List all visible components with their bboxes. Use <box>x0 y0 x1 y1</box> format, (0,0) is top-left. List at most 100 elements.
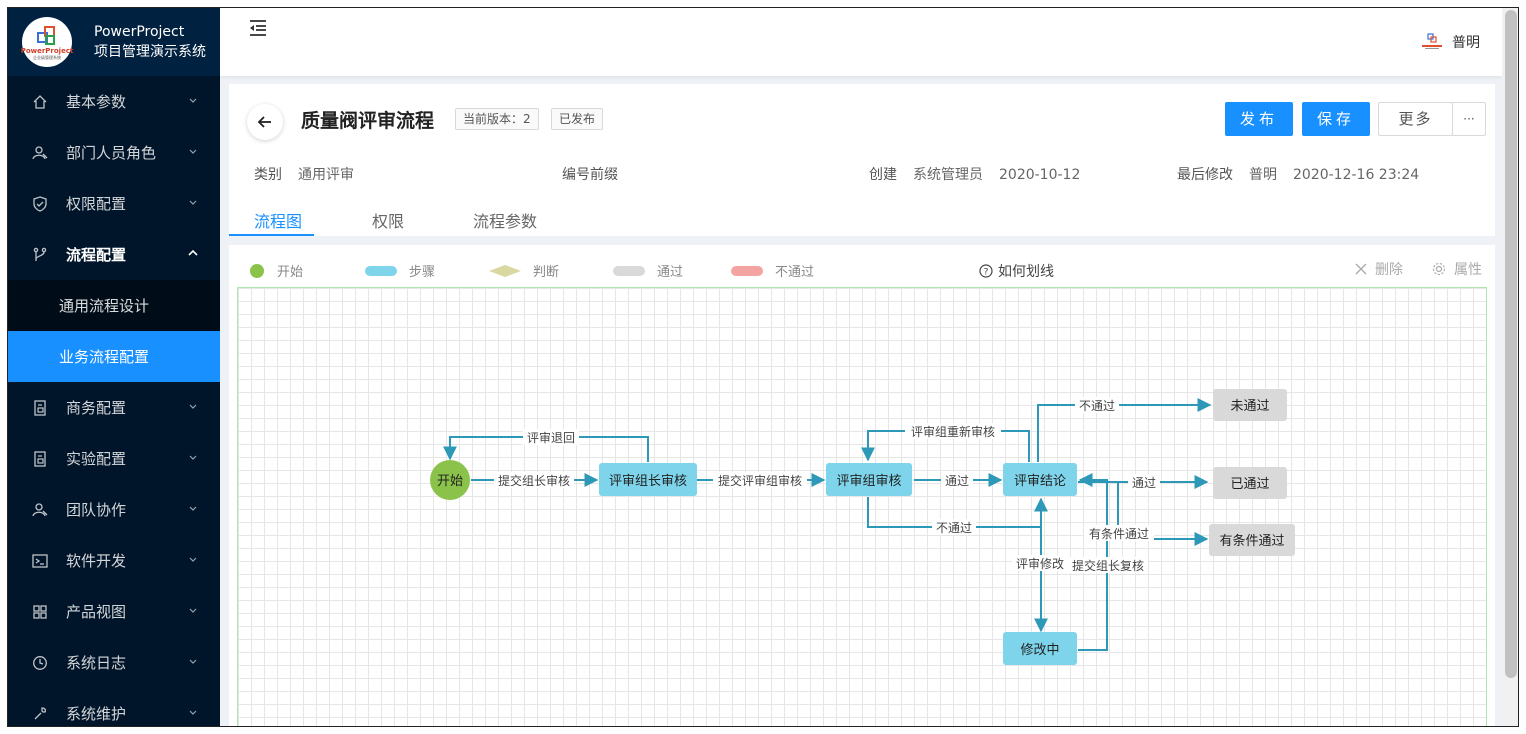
menu-fold-icon[interactable] <box>248 18 268 38</box>
brand: PowerProject 企业级管理系统 PowerProject 项目管理演示… <box>8 8 220 76</box>
sidebar-item-9[interactable]: 系统日志 <box>8 637 220 688</box>
sidebar-subitem-1[interactable]: 业务流程配置 <box>8 331 220 382</box>
logo-icon <box>37 25 55 45</box>
edge-fail-2[interactable] <box>1037 398 1212 462</box>
step-rect-icon <box>365 265 397 276</box>
sidebar-item-label: 软件开发 <box>66 552 127 570</box>
delete-button[interactable]: 删除 <box>1355 259 1403 279</box>
sidebar-item-4[interactable]: 商务配置 <box>8 382 220 433</box>
scrollbar-thumb[interactable] <box>1505 10 1517 678</box>
node-start[interactable]: 开始 <box>430 460 470 500</box>
svg-text:开始: 开始 <box>437 474 463 489</box>
sidebar-item-label: 部门人员角色 <box>66 144 157 162</box>
flow-diagram: 提交组长审核 评审退回 提交评审组审核 通过 不通过 评审组重新审核 不通过 通… <box>430 389 1295 665</box>
svg-text:已通过: 已通过 <box>1230 477 1269 492</box>
tab-flowchart[interactable]: 流程图 <box>254 212 303 231</box>
sidebar-item-label: 流程配置 <box>66 246 127 264</box>
gear-icon <box>1432 262 1446 276</box>
svg-text:有条件通过: 有条件通过 <box>1219 533 1284 549</box>
edge-label-pass-1: 通过 <box>945 474 969 488</box>
svg-text:未通过: 未通过 <box>1230 399 1269 414</box>
file-icon <box>32 399 48 416</box>
sidebar-item-label: 权限配置 <box>66 195 127 213</box>
status-badge: 已发布 <box>551 108 604 130</box>
legend-pass: 通过 <box>613 261 683 280</box>
edge-label-submit-recheck: 提交组长复核 <box>1072 558 1144 573</box>
close-icon <box>1355 263 1367 275</box>
tab-permissions[interactable]: 权限 <box>372 212 405 231</box>
sidebar-item-2[interactable]: 权限配置 <box>8 178 220 229</box>
sidebar-item-10[interactable]: 系统维护 <box>8 688 220 726</box>
flow-canvas[interactable]: 提交组长审核 评审退回 提交评审组审核 通过 不通过 评审组重新审核 不通过 通… <box>237 287 1487 726</box>
sidebar-item-1[interactable]: 部门人员角色 <box>8 127 220 178</box>
legend-decision: 判断 <box>489 261 559 280</box>
node-conclusion[interactable]: 评审结论 <box>1003 463 1077 496</box>
node-group-review[interactable]: 评审组审核 <box>826 463 912 496</box>
node-not-passed[interactable]: 未通过 <box>1213 389 1287 421</box>
node-conditional-passed[interactable]: 有条件通过 <box>1209 524 1295 556</box>
app-name: PowerProject <box>94 24 185 40</box>
how-to-draw-link[interactable]: ? 如何划线 <box>979 261 1054 281</box>
page-title: 质量阀评审流程 <box>301 110 435 132</box>
vertical-scrollbar[interactable] <box>1502 8 1518 726</box>
sidebar-subitem-0[interactable]: 通用流程设计 <box>59 297 150 315</box>
sidebar-item-label: 系统日志 <box>66 654 127 672</box>
node-leader-review[interactable]: 评审组长审核 <box>599 463 697 496</box>
node-modifying[interactable]: 修改中 <box>1003 632 1077 665</box>
app-logo: PowerProject 企业级管理系统 <box>21 17 73 67</box>
app-subtitle: 项目管理演示系统 <box>94 44 206 60</box>
svg-text:评审组审核: 评审组审核 <box>836 474 901 489</box>
edge-label-submit-leader: 提交组长审核 <box>498 473 570 488</box>
chevron-down-icon <box>186 195 200 209</box>
legend-toolbar: 开始 步骤 判断 通过 不通过 ? <box>229 245 1495 287</box>
chevron-down-icon <box>186 603 200 617</box>
sidebar-item-5[interactable]: 实验配置 <box>8 433 220 484</box>
chevron-down-icon <box>186 654 200 668</box>
fail-rect-icon <box>731 265 763 276</box>
legend-start: 开始 <box>249 261 303 280</box>
chevron-down-icon <box>186 93 200 107</box>
grid-icon <box>32 604 48 620</box>
sidebar-item-7[interactable]: 软件开发 <box>8 535 220 586</box>
user-name: 普明 <box>1452 35 1480 51</box>
svg-text:评审组长审核: 评审组长审核 <box>609 474 687 489</box>
properties-button[interactable]: 属性 <box>1432 259 1482 279</box>
svg-text:修改中: 修改中 <box>1020 643 1059 658</box>
save-button[interactable]: 保存 <box>1302 102 1370 136</box>
home-icon <box>32 94 48 110</box>
sidebar-item-label: 基本参数 <box>66 93 127 111</box>
sidebar-item-6[interactable]: 团队协作 <box>8 484 220 535</box>
publish-button[interactable]: 发布 <box>1225 102 1293 136</box>
svg-text:评审结论: 评审结论 <box>1014 474 1066 489</box>
more-button[interactable]: 更多 <box>1378 102 1453 136</box>
user-menu[interactable]: 普明 <box>1420 32 1480 52</box>
legend-fail: 不通过 <box>731 261 814 280</box>
legend-step: 步骤 <box>365 261 435 280</box>
sidebar-item-label: 实验配置 <box>66 450 127 468</box>
sidebar-item-3[interactable]: 流程配置 <box>8 229 220 280</box>
more-dropdown-button[interactable]: ··· <box>1452 102 1486 136</box>
file-icon <box>32 450 48 467</box>
sidebar-item-label: 团队协作 <box>66 501 127 519</box>
back-button[interactable] <box>247 104 283 140</box>
chevron-down-icon <box>186 450 200 464</box>
page-header-card: 质量阀评审流程 当前版本：2 已发布 发布 保存 更多 ··· 类别通用评审 编… <box>229 84 1495 236</box>
tab-flow-params[interactable]: 流程参数 <box>473 212 538 231</box>
sidebar: PowerProject 企业级管理系统 PowerProject 项目管理演示… <box>8 8 220 726</box>
chevron-down-icon <box>186 501 200 515</box>
pass-rect-icon <box>613 265 645 276</box>
shield-icon <box>32 195 48 212</box>
meta-prefix: 编号前缀 <box>562 167 618 183</box>
user-avatar-icon <box>1422 33 1442 49</box>
submenu: 通用流程设计业务流程配置 <box>8 280 220 382</box>
edge-label-conditional: 有条件通过 <box>1089 527 1149 541</box>
edge-label-fail-2: 不通过 <box>1079 399 1115 413</box>
sidebar-item-0[interactable]: 基本参数 <box>8 76 220 127</box>
sidebar-item-8[interactable]: 产品视图 <box>8 586 220 637</box>
arrow-left-icon <box>257 116 271 128</box>
node-passed[interactable]: 已通过 <box>1213 467 1287 499</box>
sidebar-item-label: 系统维护 <box>66 705 127 723</box>
edge-label-submit-group: 提交评审组审核 <box>718 473 802 488</box>
